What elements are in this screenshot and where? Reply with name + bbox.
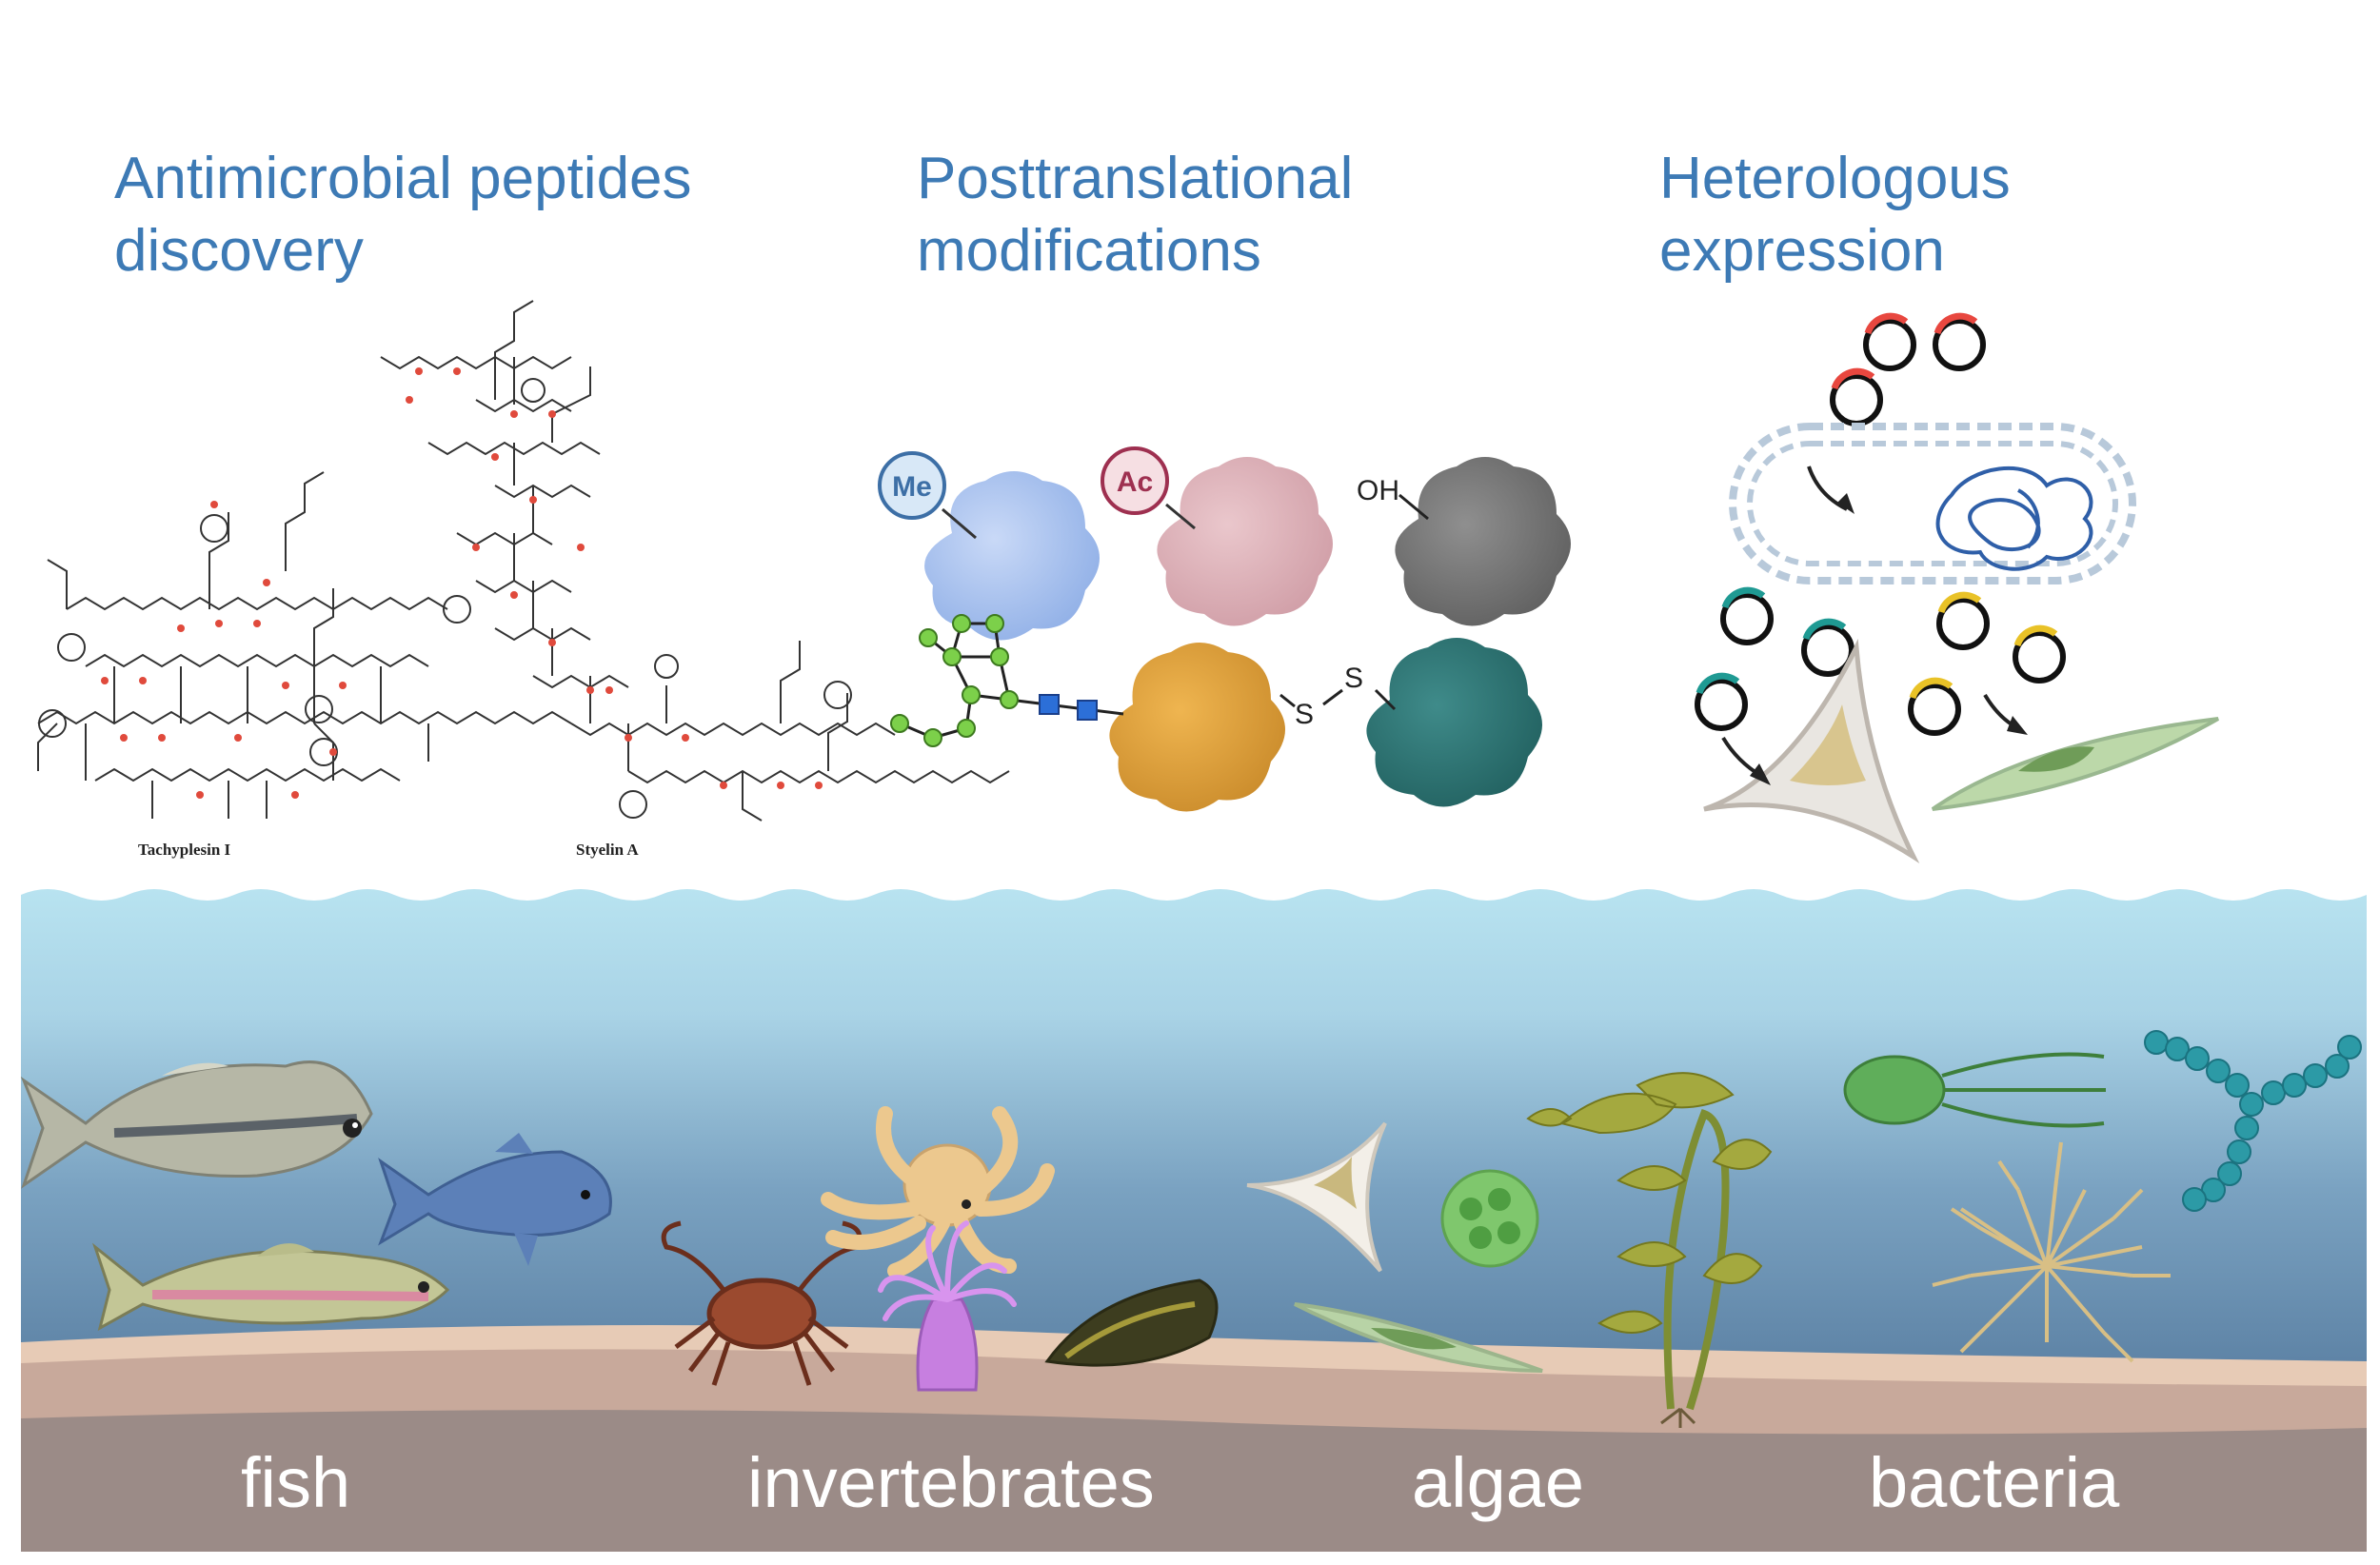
seafloor: [21, 1325, 2367, 1552]
heading-amp-discovery: Antimicrobial peptides discovery: [114, 143, 692, 287]
heading-amp-line2: discovery: [114, 218, 364, 284]
diatom-triangle-expression: [1703, 638, 1920, 863]
styelin-structure: [380, 300, 1010, 822]
plasmids-yellow: [1908, 591, 2066, 736]
diatom-pennate: [1294, 1302, 1543, 1373]
crab: [661, 1220, 863, 1386]
plasmids-teal: [1695, 586, 1854, 731]
molecule-label-styelin: Styelin A: [576, 841, 639, 859]
mussel: [1044, 1278, 1219, 1367]
hydroxyl-label: OH: [1357, 475, 1399, 506]
sulfur-label-a: S: [1295, 699, 1314, 730]
branching-colony: [1932, 1141, 2171, 1363]
flagellated-bacterium: [1843, 1052, 2106, 1128]
heading-het-line1: Heterologous: [1659, 146, 2011, 211]
group-label-invertebrates: invertebrates: [747, 1443, 1155, 1522]
group-label-bacteria: bacteria: [1869, 1443, 2120, 1522]
tachyplesin-heteroatoms: [101, 501, 347, 799]
fish-blue: [378, 1133, 612, 1266]
filamentous-cyanobacterium: [2144, 1030, 2362, 1212]
sulfur-label-b: S: [1344, 663, 1363, 694]
acetyl-label: Ac: [1117, 466, 1153, 498]
methyl-badge: [878, 451, 946, 520]
diatom-pennate-expression: [1931, 693, 2219, 811]
heading-ptm-line2: modifications: [917, 218, 1261, 284]
bacterial-cell: [1729, 423, 2136, 584]
disulfide-protein: S S: [1279, 638, 1542, 807]
tachyplesin-structure: [37, 471, 572, 819]
acetyl-badge: [1101, 446, 1169, 515]
acetylated-protein: Ac: [1101, 446, 1333, 626]
group-label-algae: algae: [1412, 1443, 1585, 1522]
molecule-label-tachyplesin: Tachyplesin I: [138, 841, 231, 859]
group-label-fish: fish: [241, 1443, 351, 1522]
ocean-background: [21, 889, 2367, 1390]
methylated-protein: Me: [878, 451, 1100, 641]
plasmids-red: [1830, 312, 1986, 426]
hydroxylated-protein: OH: [1357, 457, 1571, 626]
octopus: [821, 1106, 1055, 1278]
diatom-triangle: [1246, 1121, 1387, 1273]
heading-ptm-line1: Posttranslational: [917, 146, 1354, 211]
fish-silver: [20, 1060, 373, 1189]
kelp: [1526, 1072, 1773, 1428]
heading-het-line2: expression: [1659, 218, 1945, 284]
styelin-heteroatoms: [406, 367, 823, 789]
sea-anemone: [878, 1220, 1017, 1392]
heading-ptm: Posttranslational modifications: [917, 143, 1353, 287]
heading-amp-line1: Antimicrobial peptides: [114, 146, 692, 211]
glycosylated-protein: [890, 614, 1285, 812]
fish-trout: [91, 1242, 450, 1331]
methyl-label: Me: [892, 471, 932, 503]
heading-heterologous: Heterologous expression: [1659, 143, 2011, 287]
green-alga-cell: [1440, 1169, 1539, 1268]
